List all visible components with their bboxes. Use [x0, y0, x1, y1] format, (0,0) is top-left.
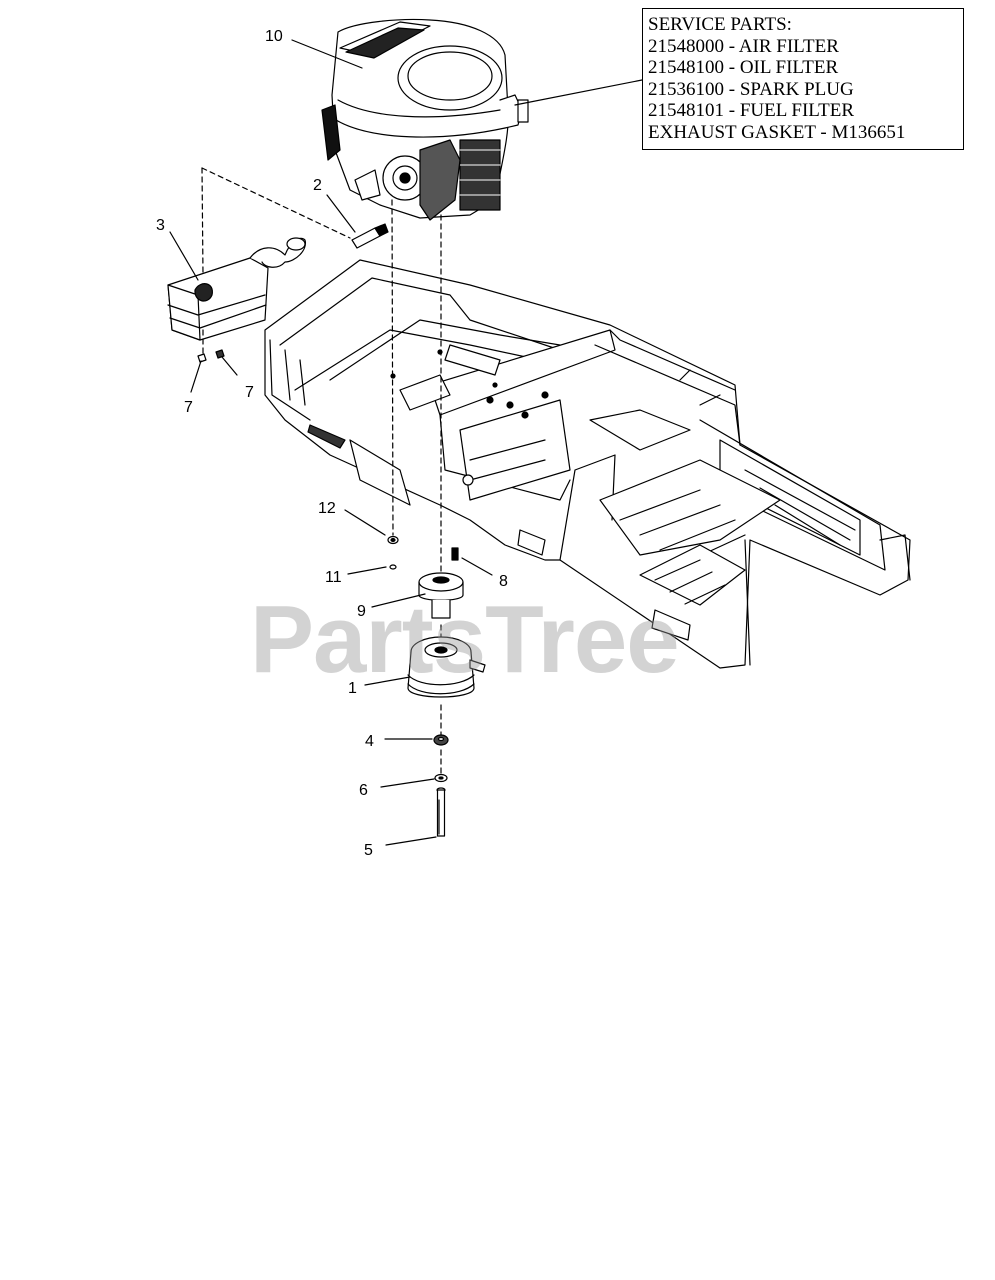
service-parts-box: SERVICE PARTS: 21548000 - AIR FILTER 215…: [642, 8, 964, 150]
key: [451, 547, 459, 561]
service-part-spark-plug: 21536100 - SPARK PLUG: [648, 78, 854, 100]
spacer-hardware: [387, 535, 399, 570]
callout-11: 11: [325, 569, 342, 586]
engine: [321, 18, 529, 221]
callout-7-b: 7: [245, 384, 254, 401]
callout-2: 2: [313, 177, 322, 194]
service-parts-title: SERVICE PARTS:: [648, 14, 792, 35]
service-part-fuel-filter: 21548101 - FUEL FILTER: [648, 100, 855, 121]
frame: [264, 259, 911, 669]
callout-5: 5: [364, 842, 373, 859]
callout-12: 12: [318, 500, 336, 517]
clutch-bolt: [436, 787, 446, 837]
muffler: [167, 237, 307, 341]
callout-8: 8: [499, 573, 508, 590]
callout-10: 10: [265, 28, 283, 45]
watermark: PartsTree: [250, 586, 680, 693]
spark-plug: [351, 223, 389, 249]
callout-1: 1: [348, 680, 357, 697]
callout-3: 3: [156, 217, 165, 234]
service-part-oil-filter: 21548100 - OIL FILTER: [648, 57, 839, 78]
callout-6: 6: [359, 782, 368, 799]
pto-clutch: [407, 636, 486, 698]
muffler-nuts: [197, 349, 225, 363]
callout-4: 4: [365, 733, 374, 750]
callout-7-a: 7: [184, 399, 193, 416]
callout-leaders: [169, 39, 493, 846]
service-part-exhaust-gasket: EXHAUST GASKET - M136651: [648, 121, 906, 143]
alignment-lines: [201, 167, 442, 776]
clutch-washer: [433, 734, 449, 746]
engine-pulley: [418, 572, 464, 619]
flat-washer: [434, 773, 448, 783]
service-leader: [514, 79, 643, 106]
service-part-air-filter: 21548000 - AIR FILTER: [648, 35, 839, 57]
callout-9: 9: [357, 603, 366, 620]
